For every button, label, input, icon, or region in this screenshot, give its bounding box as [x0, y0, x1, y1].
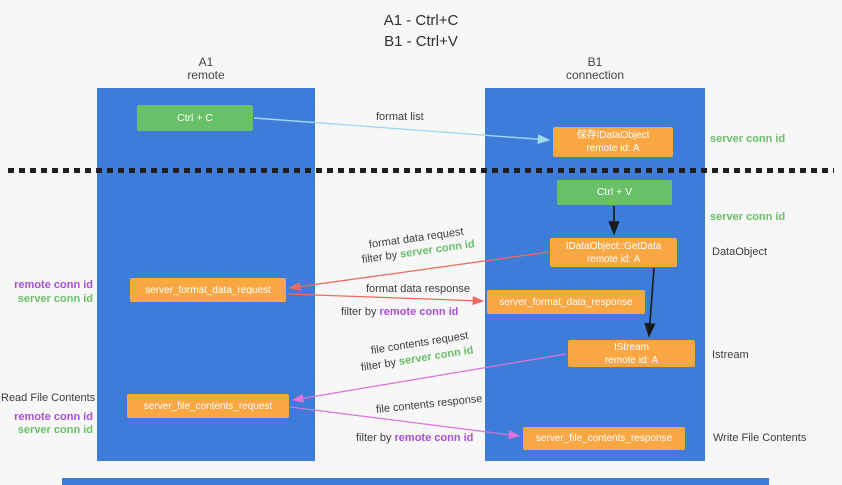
- lane-header-a1: A1 remote: [97, 56, 315, 82]
- node-idataobject-getdata: IDataObject::GetData remote id: A: [550, 238, 677, 267]
- bottom-cropped-bar: [62, 478, 769, 485]
- edge-label-format-list: format list: [376, 111, 424, 123]
- node-server-file-contents-response: server_file_contents_response: [523, 427, 685, 450]
- session-divider: [8, 168, 834, 173]
- left-label-server-conn-id-2: server conn id: [17, 424, 93, 436]
- left-label-read-file-contents: Read File Contents: [1, 392, 96, 404]
- arrow-format-data-response: [286, 293, 485, 306]
- getdata-line1: IDataObject::GetData: [565, 240, 662, 252]
- edge-label-filter-remote-1: filter by remote conn id: [341, 306, 458, 318]
- node-ctrl-v: Ctrl + V: [557, 180, 672, 205]
- ctrl-v-label: Ctrl + V: [596, 186, 633, 198]
- filter-by-text-2: filter by: [341, 306, 377, 318]
- istream-line1: IStream: [613, 341, 649, 353]
- save-idataobject-line2: remote id: A: [586, 143, 640, 154]
- diagram-title: A1 - Ctrl+C B1 - Ctrl+V: [0, 10, 842, 52]
- node-save-idataobject: 保存IDataObject remote id: A: [553, 127, 673, 157]
- istream-line2: remote id: A: [604, 354, 659, 366]
- save-idataobject-line1: 保存IDataObject: [576, 130, 650, 141]
- format-response-label: server_format_data_response: [499, 296, 633, 308]
- lane-a1-name: A1: [198, 55, 214, 69]
- edge-label-file-contents-response: file contents response: [375, 392, 484, 416]
- right-label-istream: Istream: [712, 349, 749, 361]
- edge-label-filter-remote-2: filter by remote conn id: [356, 432, 473, 444]
- left-label-server-conn-id-1: server conn id: [17, 293, 93, 305]
- right-label-server-conn-id-top: server conn id: [710, 133, 786, 145]
- remote-conn-id-text-2: remote conn id: [394, 432, 474, 444]
- title-line-1: A1 - Ctrl+C: [383, 12, 459, 29]
- file-response-label: server_file_contents_response: [535, 433, 673, 444]
- remote-conn-id-text-1: remote conn id: [379, 306, 459, 318]
- filter-by-text-1: filter by: [361, 249, 398, 266]
- title-line-2: B1 - Ctrl+V: [384, 33, 458, 50]
- ctrl-c-label: Ctrl + C: [177, 111, 213, 124]
- edge-label-format-data-response: format data response: [366, 283, 470, 295]
- lane-b1-name: B1: [587, 55, 603, 69]
- right-label-write-file-contents: Write File Contents: [713, 432, 807, 444]
- right-label-server-conn-id-mid: server conn id: [710, 211, 786, 223]
- node-server-file-contents-request: server_file_contents_request: [127, 394, 289, 418]
- left-label-remote-conn-id-2: remote conn id: [14, 411, 93, 423]
- filter-by-text-4: filter by: [356, 432, 392, 444]
- node-server-format-data-request: server_format_data_request: [130, 278, 286, 302]
- getdata-line2: remote id: A: [586, 253, 641, 265]
- lane-header-b1: B1 connection: [485, 56, 705, 82]
- node-ctrl-c: Ctrl + C: [137, 105, 253, 131]
- filter-by-text-3: filter by: [360, 356, 397, 374]
- left-label-remote-conn-id-1: remote conn id: [14, 279, 93, 291]
- lane-b1-subtitle: connection: [565, 68, 625, 82]
- node-istream: IStream remote id: A: [568, 340, 695, 367]
- lane-a1-subtitle: remote: [187, 68, 225, 82]
- format-request-label: server_format_data_request: [145, 284, 271, 296]
- node-server-format-data-response: server_format_data_response: [487, 290, 645, 314]
- file-request-label: server_file_contents_request: [143, 400, 273, 412]
- right-label-dataobject: DataObject: [712, 246, 768, 258]
